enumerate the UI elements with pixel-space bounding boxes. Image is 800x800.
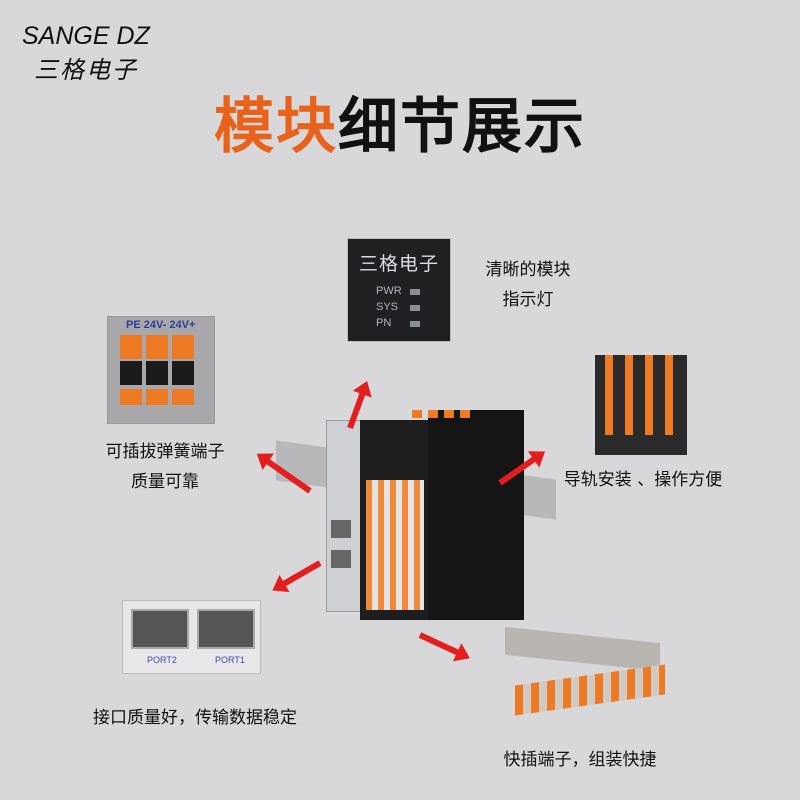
caption-line: 可插拔弹簧端子	[105, 442, 225, 462]
led-icon	[410, 289, 420, 295]
terminal-cell	[172, 335, 194, 359]
terminal-cell	[146, 335, 168, 359]
terminal-cell	[120, 361, 142, 385]
caption-plug: 快插端子，组装快捷	[503, 750, 657, 770]
led-label-sys: SYS	[376, 301, 399, 313]
io-module-image	[276, 410, 556, 620]
caption-line: 指示灯	[502, 290, 554, 310]
arrow-icon	[418, 632, 463, 657]
terminal-cell	[172, 389, 194, 405]
brand-name-cn: 三格电子	[34, 56, 138, 84]
title-highlight: 模块	[214, 92, 338, 162]
page-title: 模块细节展示	[0, 78, 800, 165]
indicator-brand: 三格电子	[358, 253, 439, 275]
led-label-pwr: PWR	[376, 285, 402, 297]
title-rest: 细节展示	[338, 92, 586, 162]
quick-plug-terminal-image	[505, 626, 665, 725]
led-icon	[410, 305, 420, 311]
terminal-cell	[146, 389, 168, 405]
spring-terminal-image: PE 24V- 24V+	[107, 316, 215, 424]
caption-line: 清晰的模块	[485, 260, 571, 280]
port-label: PORT1	[215, 655, 245, 665]
port-label: PORT2	[147, 655, 177, 665]
caption-line: 质量可靠	[131, 472, 199, 492]
brand-name: SANGE DZ	[22, 22, 150, 50]
caption-port: 接口质量好，传输数据稳定	[93, 708, 297, 728]
caption-indicator: 清晰的模块 指示灯	[468, 255, 588, 315]
terminal-cell	[120, 335, 142, 359]
terminal-cell	[172, 361, 194, 385]
terminal-label: PE 24V- 24V+	[126, 319, 196, 331]
ethernet-ports-image: PORT2 PORT1	[122, 600, 261, 674]
rail-mount-image	[595, 355, 687, 455]
ethernet-port-icon	[197, 609, 255, 649]
arrow-icon	[279, 560, 322, 589]
terminal-cell	[146, 361, 168, 385]
led-label-pn: PN	[376, 317, 392, 329]
caption-terminal: 可插拔弹簧端子 质量可靠	[80, 437, 250, 497]
caption-rail: 导轨安装 、操作方便	[563, 470, 723, 490]
ethernet-port-icon	[131, 609, 189, 649]
terminal-cell	[120, 389, 142, 405]
indicator-panel-image: 三格电子 PWR SYS PN	[347, 238, 451, 342]
led-icon	[410, 321, 420, 327]
